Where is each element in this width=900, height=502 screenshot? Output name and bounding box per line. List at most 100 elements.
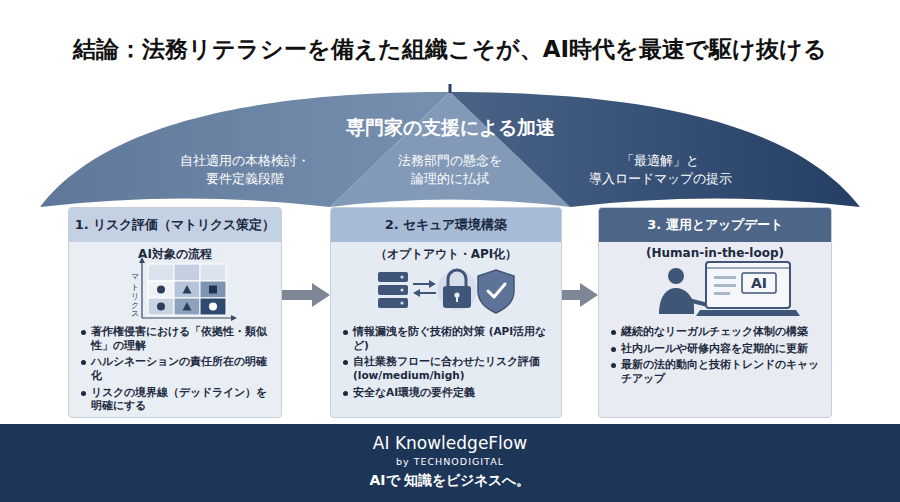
lock-shackle bbox=[448, 270, 466, 287]
umbrella-point: 自社適用の本格検討・ 要件定義段階 bbox=[165, 152, 325, 188]
bullet-list: 情報漏洩を防ぐ技術的対策 (API活用など) 自社業務フローに合わせたリスク評価(… bbox=[342, 325, 555, 399]
matrix-cell bbox=[200, 281, 226, 298]
bullet-dot bbox=[81, 391, 86, 396]
bullet-item: ハルシネーションの責任所在の明確化 bbox=[80, 355, 275, 382]
axis-head bbox=[139, 257, 145, 263]
server-unit bbox=[378, 298, 408, 308]
person-body bbox=[659, 288, 694, 314]
monitor-frame bbox=[706, 262, 790, 308]
secure-icons bbox=[378, 270, 514, 313]
monitor-bar bbox=[706, 267, 790, 268]
panel-heading: 2. セキュア環境構築 bbox=[385, 216, 508, 234]
axis-label: マトリクス bbox=[127, 268, 139, 314]
matrix-mark bbox=[209, 303, 217, 311]
sync-arrow bbox=[413, 283, 430, 285]
matrix-mark bbox=[157, 286, 165, 294]
axis-head bbox=[231, 315, 237, 321]
step-panel: 1. リスク評価（マトリクス策定）AI対象の流程著作権侵害における「依拠性・類似… bbox=[68, 207, 282, 418]
umbrella-canopy bbox=[40, 84, 860, 209]
step-panel: 3. 運用とアップデート(Human-in-the-loop)継続的なリーガルチ… bbox=[598, 207, 832, 418]
axis-line bbox=[141, 260, 142, 318]
sync-head bbox=[413, 289, 420, 297]
bullet-text: 情報漏洩を防ぐ技術的対策 (API活用など) bbox=[353, 325, 555, 352]
bullet-text: 自社業務フローに合わせたリスク評価(low/medium/high) bbox=[353, 355, 555, 382]
umbrella-band: 専門家の支援による加速自社適用の本格検討・ 要件定義段階 法務部門の懸念を 論理的… bbox=[40, 84, 860, 209]
screen-line bbox=[714, 292, 730, 295]
panel-heading: 3. 運用とアップデート bbox=[647, 216, 783, 234]
bullet-text: 継続的なリーガルチェック体制の構築 bbox=[621, 325, 825, 339]
canopy-segment bbox=[450, 92, 860, 207]
bullet-item: 継続的なリーガルチェック体制の構築 bbox=[610, 325, 825, 339]
bullet-text: 最新の法的動向と技術トレンドのキャッチアップ bbox=[621, 358, 825, 385]
lock-keyhole bbox=[456, 296, 458, 302]
lock-body bbox=[443, 286, 471, 308]
sync-arrow bbox=[419, 292, 436, 294]
bullet-list: 著作権侵害における「依拠性・類似性」の理解ハルシネーションの責任所在の明確化リス… bbox=[80, 325, 275, 413]
bullet-text: 安全なAI環境の要件定義 bbox=[353, 386, 555, 400]
panel-subheading: （オプトアウト・API化） bbox=[331, 246, 561, 263]
matrix-cell bbox=[148, 264, 174, 281]
bullet-dot bbox=[81, 330, 86, 335]
person-head bbox=[668, 268, 684, 284]
bullet-text: リスクの境界線（デッドライン）を明確にする bbox=[91, 386, 275, 413]
matrix-cell bbox=[200, 298, 226, 315]
shield-icon bbox=[478, 270, 514, 313]
bullet-dot bbox=[343, 360, 348, 365]
bullet-item: リスクの境界線（デッドライン）を明確にする bbox=[80, 386, 275, 413]
bullet-text: 著作権侵害における「依拠性・類似性」の理解 bbox=[91, 325, 275, 352]
umbrella-point: 法務部門の懸念を 論理的に払拭 bbox=[390, 152, 510, 188]
flow-arrow bbox=[282, 290, 312, 300]
server-unit bbox=[378, 272, 408, 282]
bullet-list: 継続的なリーガルチェック体制の構築社内ルールや研修内容を定期的に更新最新の法的動… bbox=[610, 325, 825, 386]
bullet-dot bbox=[611, 330, 616, 335]
screen-label: AI bbox=[742, 273, 776, 293]
screen-line bbox=[714, 284, 736, 287]
sync-head bbox=[429, 280, 436, 288]
brand-tagline: AIで 知識をビジネスへ。 bbox=[0, 472, 900, 490]
matrix-cell bbox=[174, 264, 200, 281]
bullet-dot bbox=[343, 330, 348, 335]
laptop-base bbox=[696, 310, 800, 316]
panel-heading: 1. リスク評価（マトリクス策定） bbox=[75, 216, 276, 234]
bullet-item: 最新の法的動向と技術トレンドのキャッチアップ bbox=[610, 358, 825, 385]
step-panel: 2. セキュア環境構築 （オプトアウト・API化） 情報漏洩を防ぐ技術的対策 (AP… bbox=[330, 207, 562, 418]
server-led bbox=[400, 275, 403, 278]
ai-screen-box bbox=[742, 273, 776, 293]
bullet-dot bbox=[343, 391, 348, 396]
matrix-cell bbox=[148, 298, 174, 315]
bullet-text: 社内ルールや研修内容を定期的に更新 bbox=[621, 342, 825, 356]
risk-matrix bbox=[139, 257, 237, 321]
matrix-cell bbox=[174, 298, 200, 315]
bullet-item: 社内ルールや研修内容を定期的に更新 bbox=[610, 342, 825, 356]
bullet-text: ハルシネーションの責任所在の明確化 bbox=[91, 355, 275, 382]
brand-owner: by TECHNODIGITAL bbox=[0, 456, 900, 467]
matrix-mark bbox=[183, 285, 192, 294]
flow-arrow bbox=[562, 290, 580, 300]
lock-keyhole bbox=[454, 292, 459, 297]
footer-band: AI KnowledgeFlowby TECHNODIGITALAIで 知識をビ… bbox=[0, 424, 900, 502]
matrix-mark bbox=[183, 302, 192, 311]
matrix-mark bbox=[209, 286, 217, 294]
bullet-dot bbox=[81, 360, 86, 365]
axis-line bbox=[142, 317, 234, 318]
person-arm bbox=[688, 300, 708, 305]
bullet-dot bbox=[611, 363, 616, 368]
bullet-item: 自社業務フローに合わせたリスク評価(low/medium/high) bbox=[342, 355, 555, 382]
server-led bbox=[400, 301, 403, 304]
bullet-item: 著作権侵害における「依拠性・類似性」の理解 bbox=[80, 325, 275, 352]
matrix-cell bbox=[148, 281, 174, 298]
server-unit bbox=[378, 285, 408, 295]
umbrella-point: 「最適解」と 導入ロードマップの提示 bbox=[577, 152, 743, 188]
bullet-dot bbox=[611, 347, 616, 352]
panel-header-band: 1. リスク評価（マトリクス策定） bbox=[69, 208, 281, 242]
matrix-cell bbox=[174, 281, 200, 298]
operator-illustration bbox=[659, 262, 800, 316]
umbrella-tip bbox=[449, 84, 452, 93]
matrix-mark bbox=[157, 303, 165, 311]
umbrella-heading: 専門家の支援による加速 bbox=[300, 114, 600, 142]
bullet-item: 情報漏洩を防ぐ技術的対策 (API活用など) bbox=[342, 325, 555, 352]
